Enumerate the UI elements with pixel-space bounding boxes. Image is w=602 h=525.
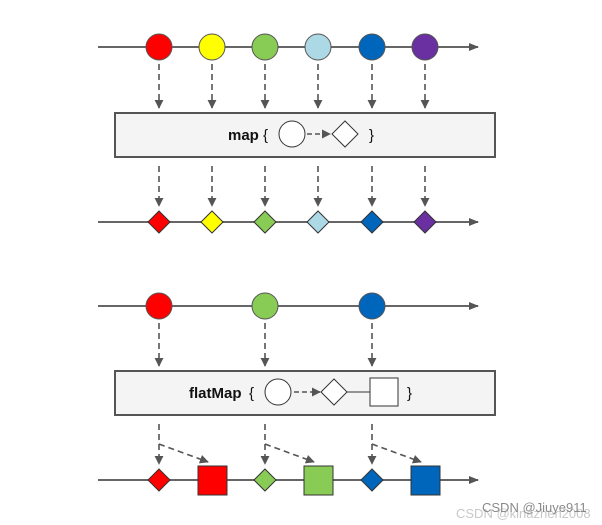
map-operator-label: map (228, 127, 259, 144)
output-square (410, 465, 441, 496)
flatmap-output-arrows (154, 424, 422, 465)
circle-icon (278, 120, 306, 148)
map-diagram: map { } (98, 33, 496, 234)
input-marble (198, 33, 226, 61)
output-diamond (253, 210, 277, 234)
flatmap-input-arrows (154, 323, 377, 367)
map-output-arrows (154, 166, 430, 207)
input-marble (145, 33, 173, 61)
input-marble (251, 33, 279, 61)
output-diamond (306, 210, 330, 234)
input-marble (251, 292, 279, 320)
diamond-icon (320, 378, 348, 406)
square-icon (369, 377, 399, 407)
output-diamond (147, 468, 171, 492)
output-diamond (413, 210, 437, 234)
map-close-brace: } (369, 127, 374, 144)
flatmap-output-arrow (158, 443, 209, 464)
output-diamond (200, 210, 224, 234)
flatmap-close-brace: } (407, 385, 412, 402)
output-diamond (360, 468, 384, 492)
watermark-secondary: CSDN @kinazhen2008 (456, 506, 591, 521)
diamond-icon (331, 120, 359, 148)
output-diamond (147, 210, 171, 234)
map-operator-box (114, 112, 496, 158)
flatmap-open-brace: { (249, 385, 254, 402)
map-input-marbles (145, 33, 439, 61)
circle-icon (264, 378, 292, 406)
output-diamond (253, 468, 277, 492)
map-output-marbles (147, 210, 437, 234)
input-marble (358, 292, 386, 320)
map-input-arrows (154, 64, 430, 109)
output-diamond (360, 210, 384, 234)
flatmap-operator-box (114, 370, 496, 416)
output-square (197, 465, 228, 496)
flatmap-operator-label: flatMap (189, 385, 242, 402)
input-marble (411, 33, 439, 61)
map-open-brace: { (263, 127, 268, 144)
output-square (303, 465, 334, 496)
input-marble (304, 33, 332, 61)
input-marble (358, 33, 386, 61)
watermark-primary: CSDN @Jiuye911 (482, 500, 587, 515)
input-marble (145, 292, 173, 320)
flatmap-output-arrow (371, 443, 422, 464)
flatmap-input-marbles (145, 292, 386, 320)
flatmap-output-arrow (264, 443, 315, 464)
flatmap-output-marbles (147, 465, 441, 496)
flatmap-diagram: flatMap { } (98, 292, 496, 496)
